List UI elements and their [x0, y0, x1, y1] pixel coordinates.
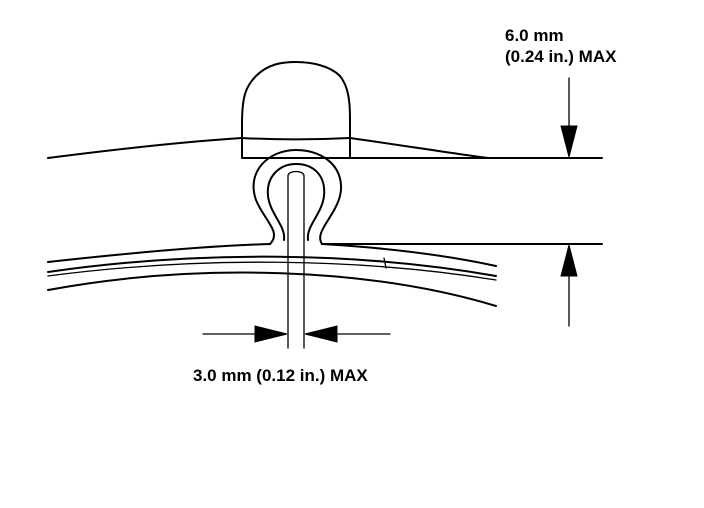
- height-arrow-top-head: [560, 125, 578, 158]
- height-value-label: 6.0 mm: [505, 26, 564, 45]
- base-layer-top-left: [47, 243, 271, 263]
- fold-outer-loop: [252, 149, 343, 245]
- fold-inner-loop: [266, 163, 326, 241]
- fold-core: [287, 170, 305, 241]
- upper-layer-right: [349, 137, 489, 159]
- height-arrow-bottom-head: [560, 244, 578, 277]
- bulge-outline: [241, 61, 351, 159]
- base-layer-top-right: [321, 243, 497, 267]
- base-layer-bottom: [47, 271, 497, 307]
- base-layer-third: [47, 261, 497, 281]
- height-max-label: (0.24 in.) MAX: [505, 47, 617, 66]
- base-seam-mark: [383, 257, 387, 269]
- width-arrow-left-head: [254, 325, 288, 343]
- width-arrow-right-head: [304, 325, 338, 343]
- base-layer-second: [47, 255, 497, 277]
- width-max-label: 3.0 mm (0.12 in.) MAX: [193, 366, 368, 385]
- upper-layer-left: [47, 137, 243, 159]
- bulge-lower-band: [241, 137, 351, 141]
